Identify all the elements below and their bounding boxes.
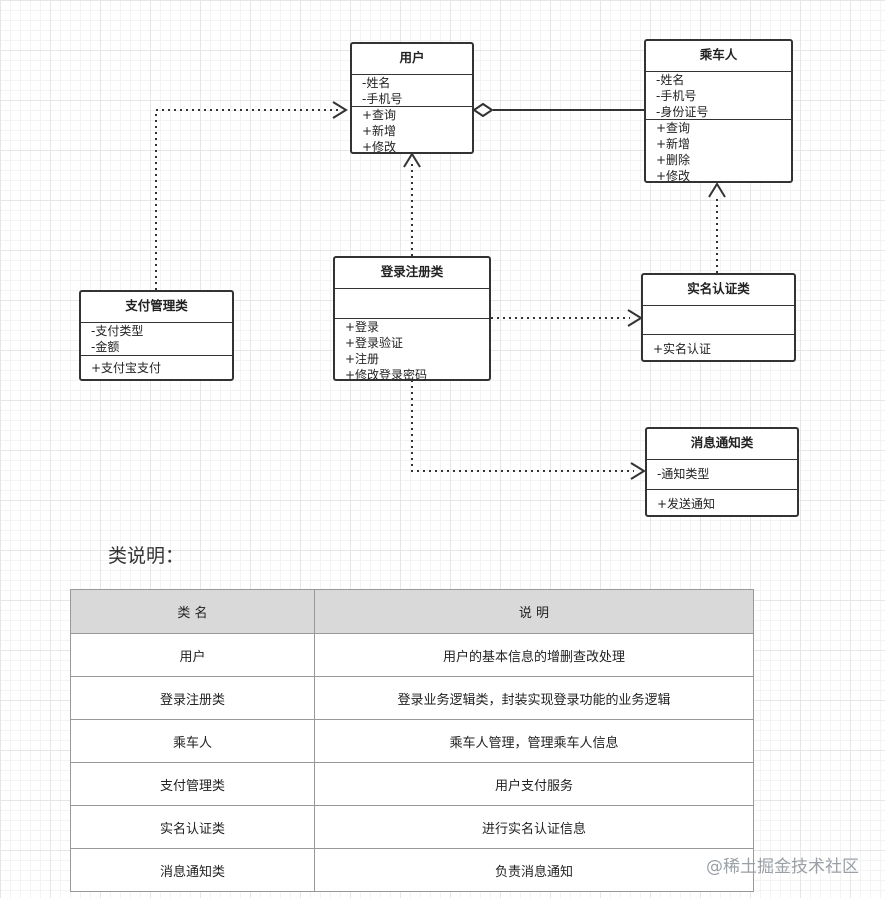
method: +新增 <box>362 124 397 138</box>
class-title: 用户 <box>352 44 472 75</box>
class-name-cell: 用户 <box>70 633 315 677</box>
arrowhead <box>630 462 646 480</box>
method: +登录 <box>345 320 380 334</box>
column-header-class-name: 类 名 <box>70 589 315 634</box>
attribute-section: -通知类型 <box>647 460 797 490</box>
description-cell: 乘车人管理，管理乘车人信息 <box>314 719 754 763</box>
attribute-section: -姓名 -手机号 -身份证号 <box>646 72 791 120</box>
attribute: -姓名 <box>362 76 391 90</box>
method-section: +实名认证 <box>643 335 794 357</box>
class-box-passenger: 乘车人 -姓名 -手机号 -身份证号 +查询 +新增 +删除 +修改 <box>644 39 793 183</box>
table-caption: 类说明： <box>108 545 185 567</box>
attribute-section <box>643 306 794 335</box>
class-title: 乘车人 <box>646 41 791 72</box>
attribute: -通知类型 <box>657 467 710 481</box>
method: +修改 <box>656 169 691 183</box>
method-section: +查询 +新增 +删除 +修改 <box>646 120 791 184</box>
class-name-cell: 登录注册类 <box>70 676 315 720</box>
method: +查询 <box>656 121 691 135</box>
method: +实名认证 <box>653 342 712 356</box>
class-title: 支付管理类 <box>81 292 232 323</box>
attribute: -手机号 <box>656 89 697 103</box>
method: +发送通知 <box>657 497 716 511</box>
class-name-cell: 乘车人 <box>70 719 315 763</box>
class-box-message: 消息通知类 -通知类型 +发送通知 <box>645 427 799 517</box>
class-name-cell: 消息通知类 <box>70 848 315 892</box>
attribute: -金额 <box>91 340 120 354</box>
method: +登录验证 <box>345 336 404 350</box>
class-description-table: 类 名 说 明 用户 用户的基本信息的增删查改处理 登录注册类 登录业务逻辑类，… <box>70 589 754 892</box>
table-header-row: 类 名 说 明 <box>70 589 754 634</box>
method-section: +登录 +登录验证 +注册 +修改登录密码 <box>335 319 489 383</box>
attribute-section: -支付类型 -金额 <box>81 323 232 356</box>
method: +支付宝支付 <box>91 361 162 375</box>
method: +查询 <box>362 108 397 122</box>
table-row: 实名认证类 进行实名认证信息 <box>70 805 754 849</box>
attribute: -姓名 <box>656 73 685 87</box>
method: +修改登录密码 <box>345 368 428 382</box>
arrowhead <box>332 101 348 119</box>
class-name-cell: 实名认证类 <box>70 805 315 849</box>
method-section: +发送通知 <box>647 490 797 512</box>
description-cell: 用户的基本信息的增删查改处理 <box>314 633 754 677</box>
table-row: 乘车人 乘车人管理，管理乘车人信息 <box>70 719 754 763</box>
attribute: -身份证号 <box>656 105 709 119</box>
payment-to-user-dependency <box>155 109 338 290</box>
arrowhead <box>403 152 421 168</box>
class-box-realname: 实名认证类 +实名认证 <box>641 273 796 362</box>
method: +删除 <box>656 153 691 167</box>
method: +新增 <box>656 137 691 151</box>
table-row: 用户 用户的基本信息的增删查改处理 <box>70 633 754 677</box>
column-header-description: 说 明 <box>314 589 754 634</box>
attribute: -支付类型 <box>91 324 144 338</box>
attribute-section <box>335 289 489 319</box>
class-box-user: 用户 -姓名 -手机号 +查询 +新增 +修改 <box>350 42 474 154</box>
table-row: 支付管理类 用户支付服务 <box>70 762 754 806</box>
method: +注册 <box>345 352 380 366</box>
description-cell: 用户支付服务 <box>314 762 754 806</box>
method-section: +支付宝支付 <box>81 356 232 376</box>
attribute-section: -姓名 -手机号 <box>352 75 472 107</box>
description-cell: 负责消息通知 <box>314 848 754 892</box>
description-cell: 登录业务逻辑类，封装实现登录功能的业务逻辑 <box>314 676 754 720</box>
login-to-message-dependency <box>411 380 634 472</box>
class-title: 登录注册类 <box>335 258 489 289</box>
method-section: +查询 +新增 +修改 <box>352 107 472 155</box>
class-title: 实名认证类 <box>643 275 794 306</box>
attribute: -手机号 <box>362 92 403 106</box>
class-name-cell: 支付管理类 <box>70 762 315 806</box>
table-row: 登录注册类 登录业务逻辑类，封装实现登录功能的业务逻辑 <box>70 676 754 720</box>
watermark: @稀土掘金技术社区 <box>706 857 859 877</box>
table-row: 消息通知类 负责消息通知 <box>70 848 754 892</box>
aggregation-diamond <box>472 102 494 118</box>
class-box-login-register: 登录注册类 +登录 +登录验证 +注册 +修改登录密码 <box>333 256 491 383</box>
class-box-payment: 支付管理类 -支付类型 -金额 +支付宝支付 <box>79 290 234 381</box>
method: +修改 <box>362 140 397 154</box>
class-title: 消息通知类 <box>647 429 797 460</box>
description-cell: 进行实名认证信息 <box>314 805 754 849</box>
arrowhead <box>708 182 726 198</box>
